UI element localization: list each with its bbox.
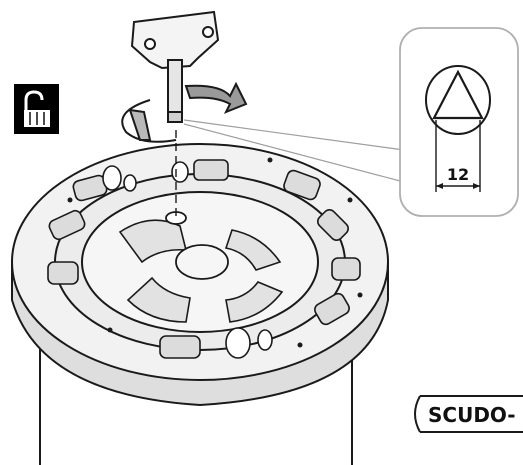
product-label: [414, 395, 523, 433]
counterclockwise-rotation-arrow-icon: [121, 81, 248, 143]
detail-callout: [399, 27, 519, 217]
triangular-key-icon: [130, 10, 220, 123]
center-hub: [165, 211, 229, 280]
product-label-text: SCUDO-: [428, 403, 516, 427]
unlock-padlock-icon: [14, 84, 59, 134]
inner-segments: [118, 219, 284, 323]
callout-leader: [183, 119, 405, 183]
rim-slots: [47, 159, 361, 359]
triangle-profile-icon: [432, 69, 484, 120]
rim-holes: [102, 161, 273, 359]
dimension-value: 12: [447, 165, 469, 184]
screw-dots: [67, 157, 363, 348]
